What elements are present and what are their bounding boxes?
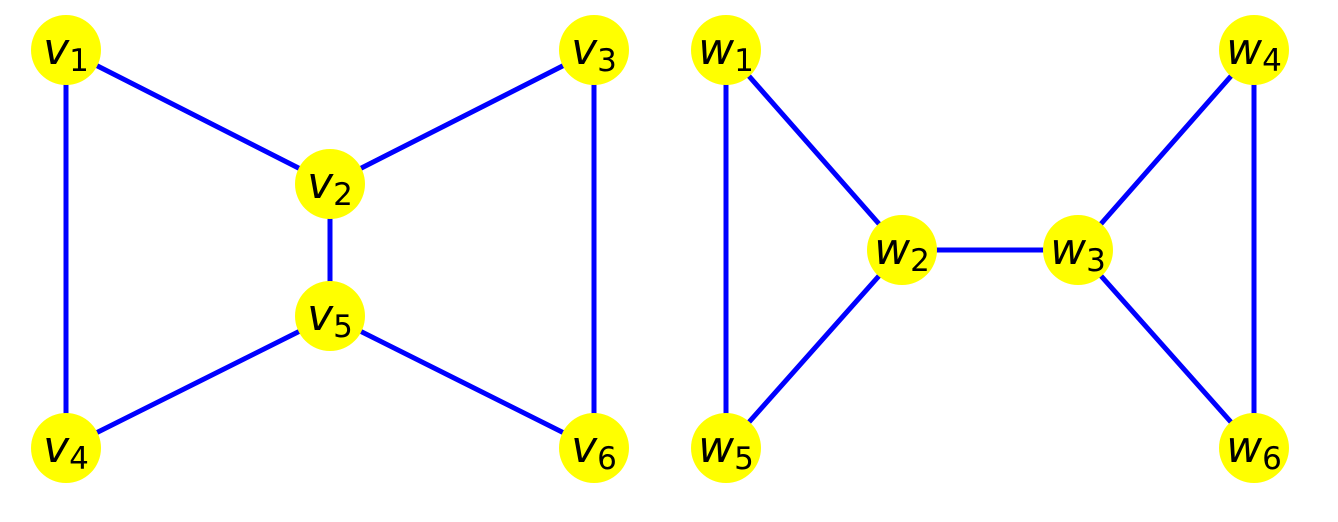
node-label-v4: v4 bbox=[43, 422, 89, 477]
node-index-w5: 5 bbox=[734, 441, 754, 477]
node-w5: w5 bbox=[691, 413, 761, 483]
node-label-w5: w5 bbox=[698, 422, 754, 477]
node-v2: v2 bbox=[295, 149, 365, 219]
node-label-v6: v6 bbox=[571, 422, 617, 477]
node-letter-w3: w bbox=[1050, 224, 1087, 275]
node-index-v6: 6 bbox=[597, 441, 617, 477]
node-letter-v4: v bbox=[43, 422, 70, 473]
node-circle-w2 bbox=[867, 215, 937, 285]
node-index-v3: 3 bbox=[597, 43, 617, 79]
node-circle-v1 bbox=[31, 15, 101, 85]
node-v5: v5 bbox=[295, 281, 365, 351]
node-label-w4: w4 bbox=[1226, 24, 1282, 79]
node-w6: w6 bbox=[1219, 413, 1289, 483]
node-label-v5: v5 bbox=[307, 290, 353, 345]
node-label-w2: w2 bbox=[874, 224, 930, 279]
node-v3: v3 bbox=[559, 15, 629, 85]
node-v1: v1 bbox=[31, 15, 101, 85]
node-index-w4: 4 bbox=[1262, 43, 1282, 79]
node-letter-w5: w bbox=[698, 422, 735, 473]
node-circle-v2 bbox=[295, 149, 365, 219]
edge-w3-w6 bbox=[1076, 248, 1256, 450]
edge-v2-v3 bbox=[328, 47, 596, 187]
node-index-w1: 1 bbox=[734, 43, 754, 79]
edge-w2-w5 bbox=[724, 248, 904, 450]
node-label-w6: w6 bbox=[1226, 422, 1282, 477]
node-circle-v5 bbox=[295, 281, 365, 351]
node-w3: w3 bbox=[1043, 215, 1113, 285]
node-letter-w1: w bbox=[698, 24, 735, 75]
node-letter-w2: w bbox=[874, 224, 911, 275]
node-v4: v4 bbox=[31, 413, 101, 483]
node-index-v5: 5 bbox=[333, 309, 353, 345]
node-circle-w3 bbox=[1043, 215, 1113, 285]
node-index-v2: 2 bbox=[333, 177, 353, 213]
node-label-w1: w1 bbox=[698, 24, 754, 79]
edge-v5-v6 bbox=[328, 313, 596, 451]
node-letter-v6: v bbox=[571, 422, 598, 473]
node-circle-v3 bbox=[559, 15, 629, 85]
node-v6: v6 bbox=[559, 413, 629, 483]
edge-w3-w4 bbox=[1076, 48, 1256, 252]
edges-layer bbox=[63, 47, 1257, 451]
node-circle-w1 bbox=[691, 15, 761, 85]
node-circle-v6 bbox=[559, 413, 629, 483]
node-letter-v2: v bbox=[307, 158, 334, 209]
node-label-w3: w3 bbox=[1050, 224, 1106, 279]
node-label-v1: v1 bbox=[43, 24, 89, 79]
node-index-w6: 6 bbox=[1262, 441, 1282, 477]
node-w2: w2 bbox=[867, 215, 937, 285]
node-w1: w1 bbox=[691, 15, 761, 85]
node-circle-w5 bbox=[691, 413, 761, 483]
edge-v5-v4 bbox=[64, 313, 332, 451]
node-w4: w4 bbox=[1219, 15, 1289, 85]
node-label-v3: v3 bbox=[571, 24, 617, 79]
node-letter-v3: v bbox=[571, 24, 598, 75]
node-index-w3: 3 bbox=[1086, 243, 1106, 279]
edge-w1-w2 bbox=[724, 48, 904, 252]
node-letter-v1: v bbox=[43, 24, 70, 75]
node-index-v4: 4 bbox=[69, 441, 89, 477]
node-circle-w4 bbox=[1219, 15, 1289, 85]
node-circle-v4 bbox=[31, 413, 101, 483]
node-letter-w4: w bbox=[1226, 24, 1263, 75]
node-circle-w6 bbox=[1219, 413, 1289, 483]
node-label-v2: v2 bbox=[307, 158, 353, 213]
node-index-w2: 2 bbox=[910, 243, 930, 279]
edge-v1-v2 bbox=[64, 47, 332, 187]
node-index-v1: 1 bbox=[69, 43, 89, 79]
node-letter-w6: w bbox=[1226, 422, 1263, 473]
node-letter-v5: v bbox=[307, 290, 334, 341]
